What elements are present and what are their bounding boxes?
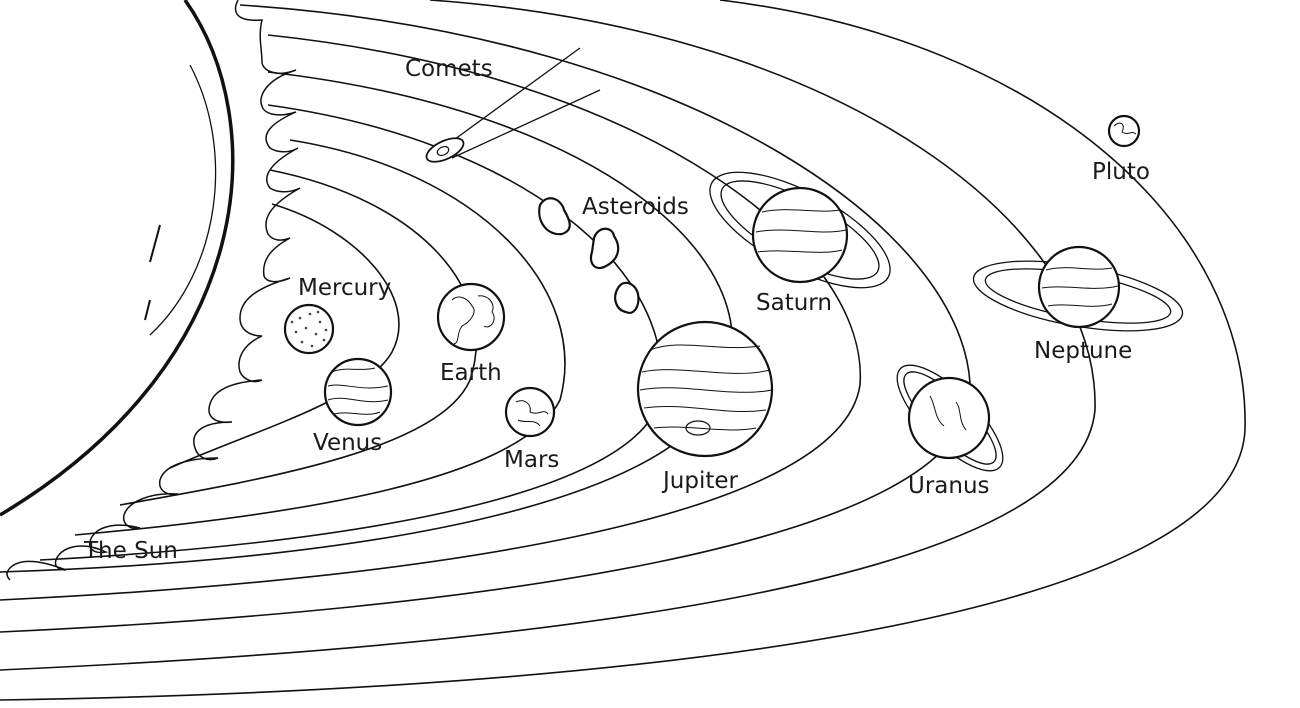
- mars-surface: [515, 400, 549, 427]
- jupiter-bands: [639, 344, 773, 431]
- label-uranus: Uranus: [908, 473, 990, 499]
- planet-jupiter: [636, 320, 774, 458]
- comet-tail: [451, 89, 601, 159]
- neptune-bands: [1041, 267, 1119, 307]
- orbit-pluto: [0, 0, 1246, 701]
- comet-tail: [439, 47, 581, 151]
- comet: [425, 47, 601, 163]
- sun-corona: [6, 0, 301, 581]
- orbit-jupiter: [0, 71, 733, 573]
- planet-mars: [504, 386, 556, 438]
- label-asteroids: Asteroids: [582, 194, 689, 220]
- label-jupiter: Jupiter: [661, 468, 739, 494]
- venus-clouds: [327, 367, 389, 415]
- pluto-surface: [1113, 122, 1137, 135]
- planet-mercury: [283, 303, 335, 355]
- planet-neptune: [972, 245, 1184, 332]
- planet-earth: [436, 282, 506, 352]
- label-saturn: Saturn: [756, 290, 832, 316]
- pluto-body: [1107, 114, 1141, 148]
- asteroid: [538, 197, 571, 236]
- orbit-mars: [39, 104, 663, 561]
- label-pluto: Pluto: [1092, 159, 1150, 185]
- label-venus: Venus: [313, 430, 382, 456]
- comet-nucleus: [436, 145, 450, 157]
- saturn-bands: [755, 209, 847, 253]
- planet-venus: [323, 357, 393, 427]
- planet-uranus: [896, 364, 1004, 472]
- label-sun: The Sun: [83, 538, 178, 564]
- labels: Comets Asteroids Pluto Mercury Earth Sat…: [83, 56, 1150, 564]
- label-mars: Mars: [504, 447, 559, 473]
- sun-mark: [149, 224, 161, 263]
- neptune-body: [1037, 245, 1121, 329]
- sun-mark: [144, 299, 151, 321]
- venus-body: [323, 357, 393, 427]
- orbit-venus: [119, 169, 478, 506]
- planet-pluto: [1107, 114, 1141, 148]
- uranus-body: [907, 376, 991, 460]
- comet-head: [425, 137, 465, 163]
- planet-saturn: [709, 171, 891, 289]
- sun: [0, 0, 301, 581]
- orbit-saturn: [0, 34, 862, 601]
- asteroid: [614, 281, 640, 314]
- sun-inner-arc: [149, 64, 217, 336]
- orbit-neptune: [0, 0, 1096, 671]
- mercury-body: [283, 303, 335, 355]
- sun-outline: [0, 0, 235, 517]
- earth-continents: [451, 295, 495, 345]
- asteroid: [589, 227, 620, 270]
- saturn-body: [751, 186, 849, 284]
- jupiter-great-red-spot: [685, 420, 711, 436]
- jupiter-body: [636, 320, 774, 458]
- orbit-earth: [74, 139, 566, 536]
- label-mercury: Mercury: [298, 275, 391, 301]
- uranus-surface: [929, 395, 967, 431]
- orbit-mercury: [169, 203, 400, 469]
- label-comets: Comets: [405, 56, 493, 82]
- label-neptune: Neptune: [1034, 338, 1132, 364]
- asteroids: [538, 197, 640, 314]
- earth-body: [436, 282, 506, 352]
- mercury-craters: [290, 310, 328, 348]
- label-earth: Earth: [440, 360, 502, 386]
